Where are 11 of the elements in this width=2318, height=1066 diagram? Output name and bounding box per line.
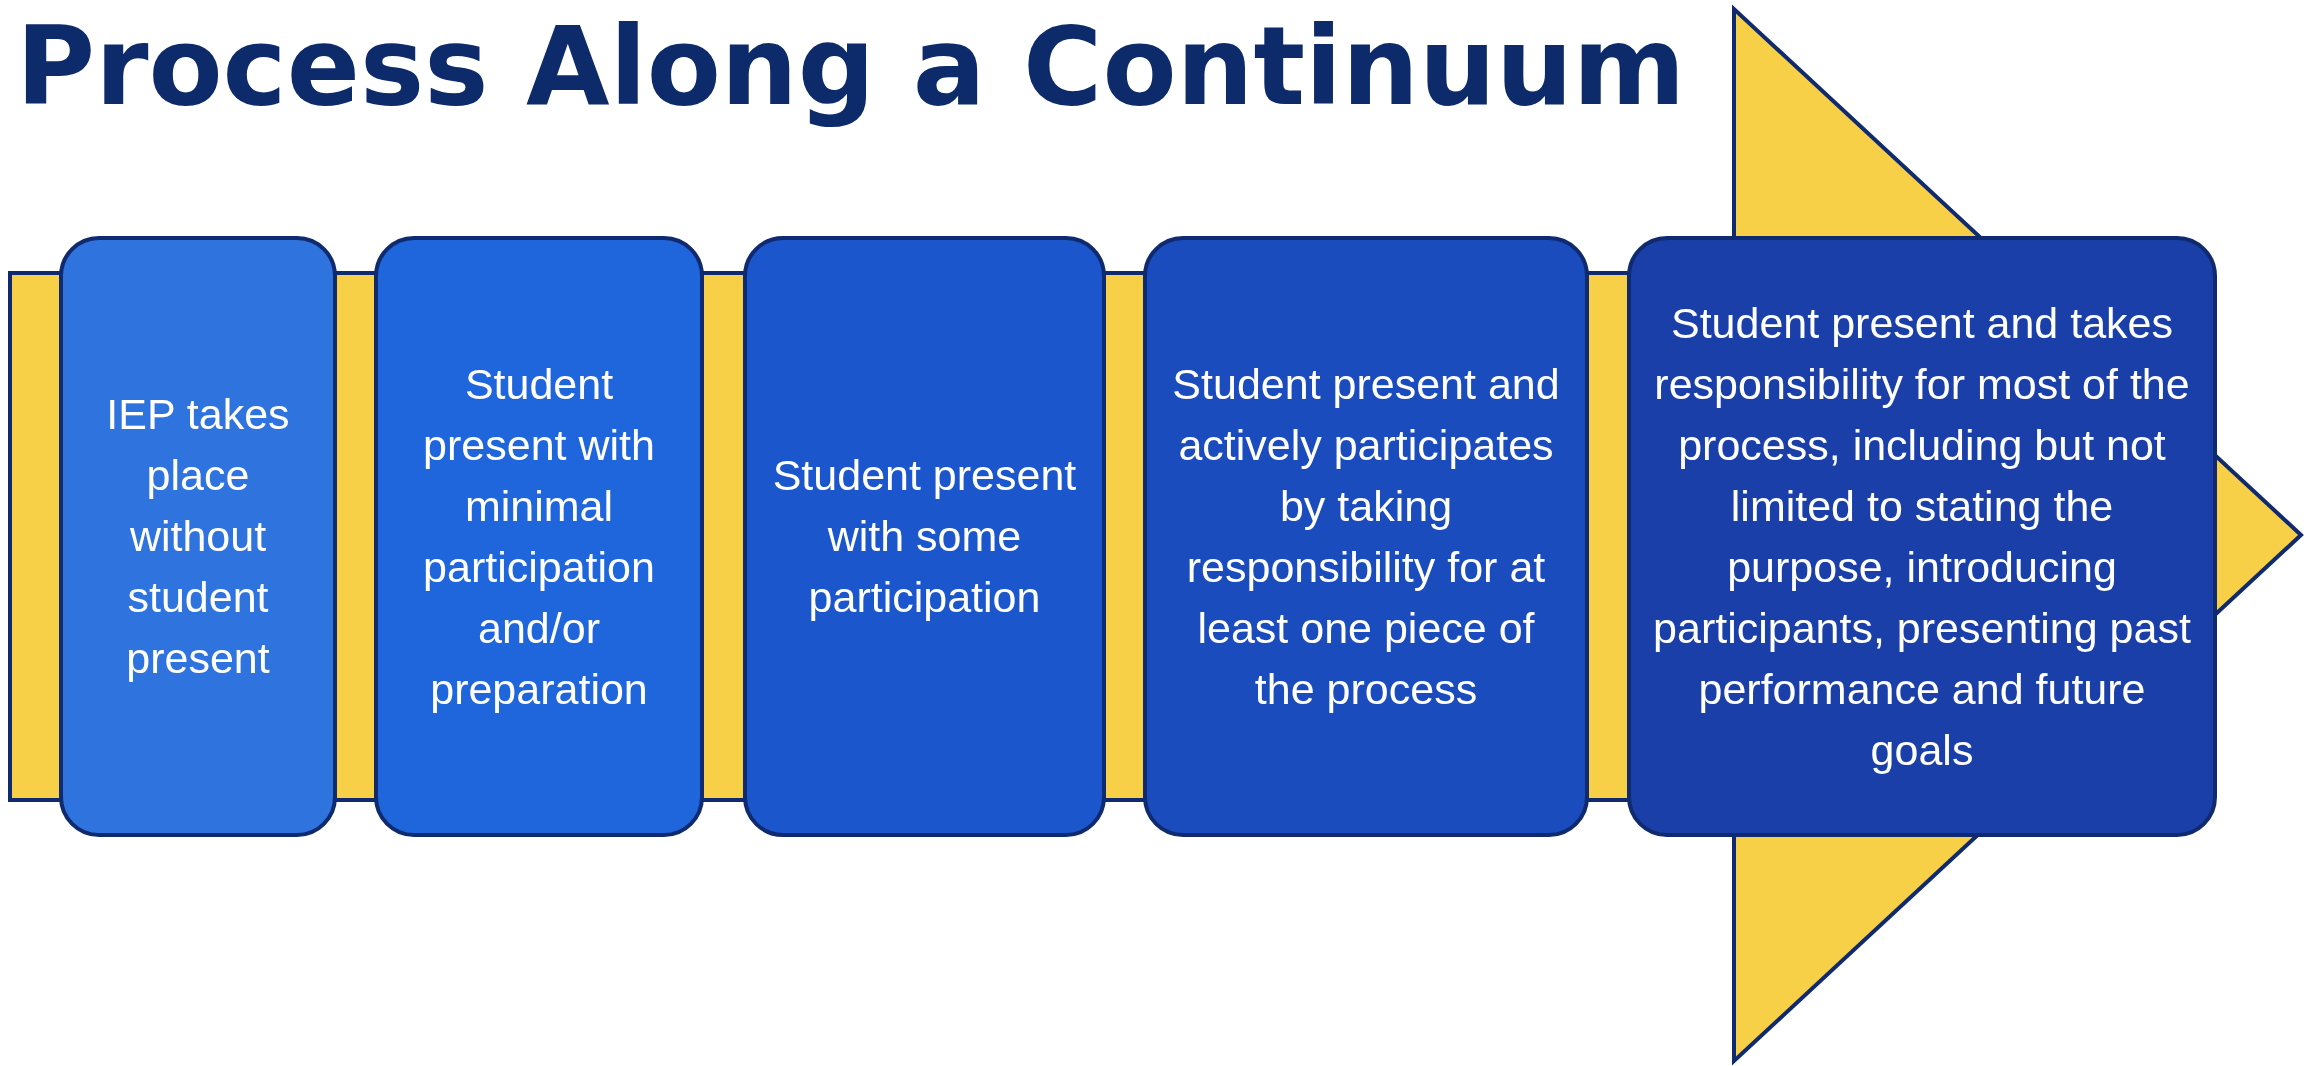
step-text: IEP takes place without student present [105, 389, 291, 684]
step-text: Student present and takes responsibility for most of the process, including but not limited to stating the purpose, introducing participants, presenting past performance and future goals [1652, 297, 2192, 776]
process-box [743, 236, 1106, 837]
step-text: Student present with some participation [771, 450, 1078, 623]
process-box [59, 236, 337, 837]
step-text: Student present and actively participates by taking responsibility for at least one piece of the process [1171, 358, 1561, 715]
process-box [374, 236, 704, 837]
title: Process Along a Continuum [16, 4, 1686, 129]
step-text: Student present with minimal participation and/or preparation [422, 358, 656, 715]
process-box [1627, 236, 2217, 837]
process-box [1143, 236, 1589, 837]
